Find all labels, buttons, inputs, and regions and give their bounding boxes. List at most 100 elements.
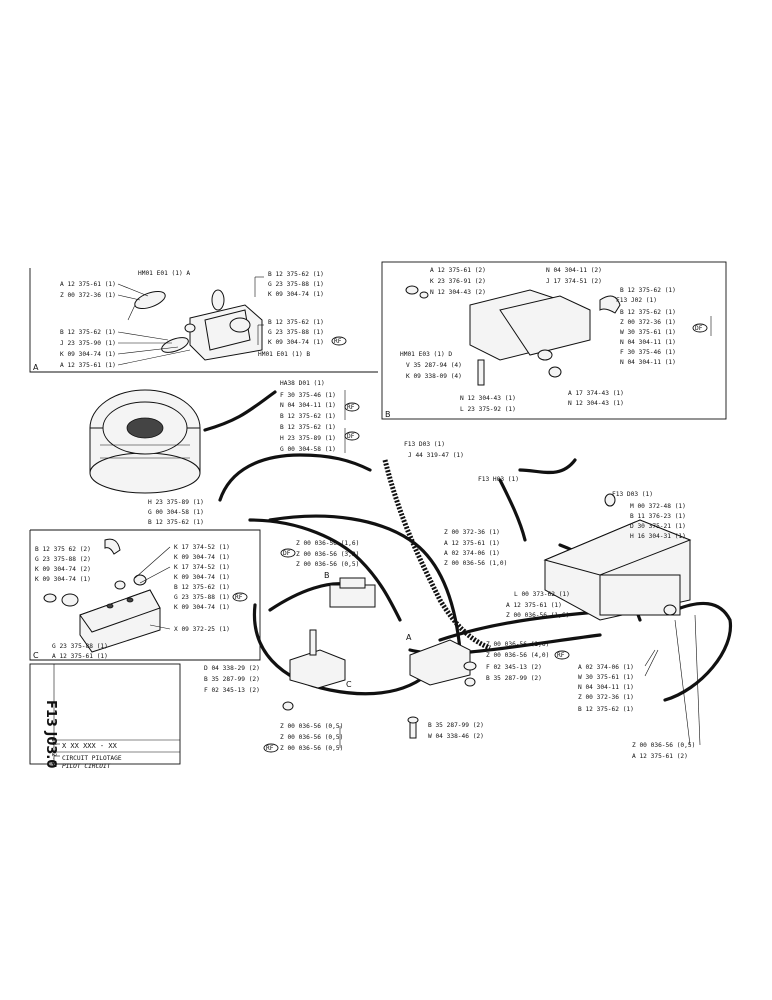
center-marker-b: B	[324, 571, 330, 580]
detail-a-left-callout: A 12 375-61 (1)	[60, 281, 116, 288]
detail-b-left-bottom-callout: V 35 287-94 (4)	[406, 362, 462, 369]
detail-c-right-callout: G 23 375-88 (1)	[174, 594, 230, 601]
detail-a-right-callout: K 09 304-74 (1)	[268, 291, 324, 298]
detail-a-right-callout: G 23 375-88 (1)	[268, 281, 324, 288]
bottom-left-callout: F 02 345-13 (2)	[204, 687, 260, 694]
motor-callout: F 30 375-46 (1)	[280, 392, 336, 399]
valve-right-lower-callout: L 00 373-62 (1)	[514, 591, 570, 598]
valve-right-bottom-callout: Z 00 372-36 (1)	[578, 694, 634, 701]
detail-c-rf-badge	[232, 592, 248, 602]
valve-right-bottom-callout: B 12 375-62 (1)	[578, 706, 634, 713]
bottom-right-callout: B 35 287-99 (2)	[486, 675, 542, 682]
bottom-rf-badge	[263, 743, 279, 753]
detail-a-leader-lines	[117, 283, 191, 366]
motor-callout: B 12 375-62 (1)	[280, 424, 336, 431]
valve-right-lower-callout: A 12 375-61 (1)	[506, 602, 562, 609]
main-braided-hose	[382, 459, 491, 651]
valve-right-hose-callout: Z 00 036-56 (0,5)	[632, 742, 695, 749]
detail-b: B A 12 375-61 (2) K 23 376-91 (2) N 12 3…	[381, 261, 727, 420]
bottom-bolt-callout: B 35 287-99 (2)	[428, 722, 484, 729]
motor-lower-callout: H 23 375-89 (1)	[148, 499, 204, 506]
detail-c-block-callout: X 09 372-25 (1)	[174, 626, 230, 633]
detail-a-left-callout: J 23 375-90 (1)	[60, 340, 116, 347]
bottom-right-callout: Z 00 036-56 (1,6)	[486, 641, 549, 648]
center-df-badge	[280, 548, 296, 558]
detail-b-right-callout: F13 J02 (1)	[616, 297, 657, 304]
sheet-code: F13 J03.0	[43, 700, 58, 768]
hydraulic-motor	[89, 389, 201, 494]
detail-a-rf-badge-text: RF	[334, 338, 342, 345]
center-marker-a: A	[406, 633, 412, 642]
detail-a-left-callout: Z 00 372-36 (1)	[60, 292, 116, 299]
detail-b-right-callout: B 12 375-62 (1)	[620, 309, 676, 316]
motor-callout: H 23 375-89 (1)	[280, 435, 336, 442]
detail-a-right-callout: K 09 304-74 (1)	[268, 339, 324, 346]
bottom-right-rf-badge	[554, 650, 570, 660]
detail-a-right-callout: G 23 375-88 (1)	[268, 329, 324, 336]
detail-a-rf-badge	[331, 336, 347, 346]
detail-b-bottom-callout: N 12 304-43 (1)	[460, 395, 516, 402]
detail-a-left-callout: K 09 304-74 (1)	[60, 351, 116, 358]
detail-b-left-bottom-callout: K 09 338-09 (4)	[406, 373, 462, 380]
detail-c-frame	[29, 529, 261, 661]
sheet-title-en: PILOT CIRCUIT	[62, 763, 112, 770]
detail-b-right-top-callout: N 04 304-11 (2)	[546, 267, 602, 274]
detail-b-right-callout: F 30 375-46 (1)	[620, 349, 676, 356]
sheet-date: 14-12-84	[50, 738, 57, 768]
detail-c-left-callout: G 23 375-88 (2)	[35, 556, 91, 563]
bottom-hose-callout: Z 00 036-56 (0,5)	[280, 734, 343, 741]
motor-df-badge	[344, 431, 360, 441]
valve-right-bottom-callout: A 02 374-06 (1)	[578, 664, 634, 671]
detail-c-bottom-callout: G 23 375-88 (1)	[52, 643, 108, 650]
center-hose-callout: Z 00 036-56 (0,5)	[296, 561, 359, 568]
bottom-center-assembly	[282, 629, 477, 739]
motor-rf-badge-text: RF	[347, 404, 355, 411]
detail-c: C B 12 375 62 (2) G 23 375-88 (2) K 09 3…	[29, 529, 261, 661]
detail-b-left-callout: N 12 304-43 (2)	[430, 289, 486, 296]
motor-callout: N 04 304-11 (1)	[280, 402, 336, 409]
center-right-callout: A 12 375-61 (1)	[444, 540, 500, 547]
detail-a-left-callout: B 12 375-62 (1)	[60, 329, 116, 336]
detail-c-left-callout: K 09 304-74 (2)	[35, 566, 91, 573]
detail-b-df-badge-text: DF	[695, 325, 703, 332]
top-hose-part: J 44 319-47 (1)	[408, 452, 464, 459]
sheet-part-number: X XX XXX - XX	[62, 742, 118, 750]
motor-ref: HA38 D01 (1)	[280, 380, 325, 387]
right-valve-bank	[543, 493, 692, 621]
valve-right-part: B 11 376-23 (1)	[630, 513, 686, 520]
center-ref-h03: F13 H03 (1)	[478, 476, 519, 483]
center-right-callout: A 02 374-06 (1)	[444, 550, 500, 557]
detail-b-valve-block	[405, 285, 621, 386]
sheet-title-fr: CIRCUIT PILOTAGE	[62, 755, 122, 762]
detail-b-right-callout: B 12 375-62 (1)	[620, 287, 676, 294]
detail-a-left-callout: A 12 375-61 (1)	[60, 362, 116, 369]
detail-b-right-callout: Z 00 372-36 (1)	[620, 319, 676, 326]
detail-b-bottom-right-callout: N 12 304-43 (1)	[568, 400, 624, 407]
bottom-hose-callout: Z 00 036-56 (0,5)	[280, 745, 343, 752]
detail-b-left-callout: A 12 375-61 (2)	[430, 267, 486, 274]
detail-c-right-callout: K 09 304-74 (1)	[174, 554, 230, 561]
valve-right-bottom-callout: W 30 375-61 (1)	[578, 674, 634, 681]
detail-b-ref: HM01 E03 (1) D	[400, 351, 452, 358]
center-hose-callout: Z 00 036-56 (3,2)	[296, 551, 359, 558]
valve-right-lower-callout: Z 00 036-56 (1,6)	[506, 612, 569, 619]
detail-b-label: B	[385, 410, 391, 419]
motor-lower-callout: B 12 375-62 (1)	[148, 519, 204, 526]
detail-a-right-callout: B 12 375-62 (1)	[268, 271, 324, 278]
detail-b-bottom-callout: L 23 375-92 (1)	[460, 406, 516, 413]
detail-a-ref-bottom: HM01 E01 (1) B	[258, 351, 310, 358]
detail-b-left-callout: K 23 376-91 (2)	[430, 278, 486, 285]
detail-c-right-callout: K 17 374-52 (1)	[174, 564, 230, 571]
detail-a-ref-top: HM01 E01 (1) A	[138, 270, 190, 277]
bottom-left-callout: D 04 338-29 (2)	[204, 665, 260, 672]
detail-a-label: A	[33, 363, 39, 372]
detail-a-right-callout: B 12 375-62 (1)	[268, 319, 324, 326]
center-df-badge-text: DF	[283, 550, 291, 557]
detail-c-left-callout: B 12 375 62 (2)	[35, 546, 91, 553]
valve-right-hose-callout: A 12 375-61 (2)	[632, 753, 688, 760]
detail-c-label: C	[33, 651, 39, 660]
bottom-right-rf-badge-text: RF	[557, 652, 565, 659]
valve-right-part: M 00 372-48 (1)	[630, 503, 686, 510]
detail-a-frame	[29, 268, 378, 373]
